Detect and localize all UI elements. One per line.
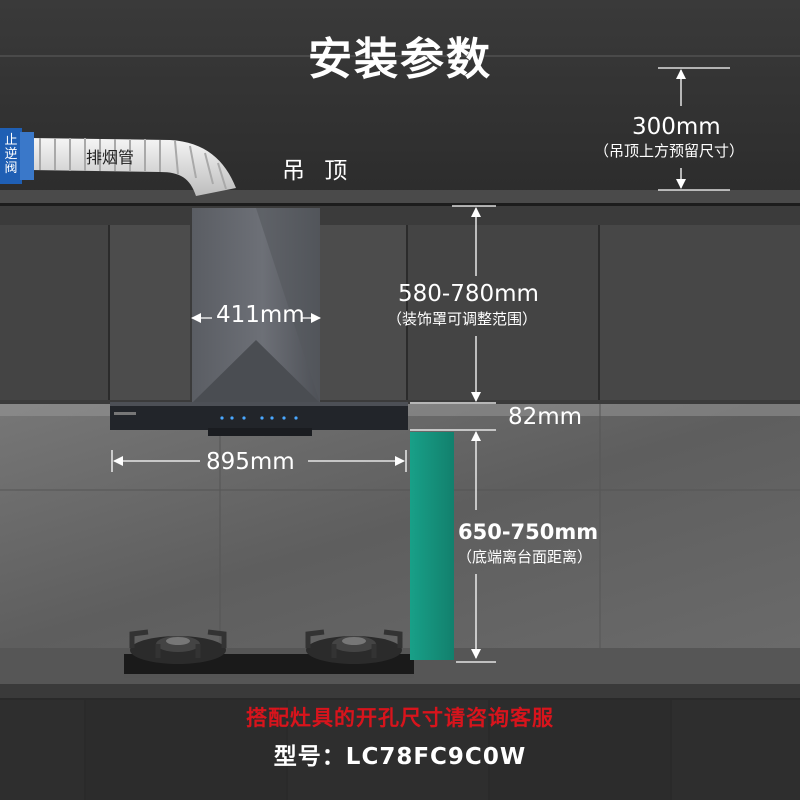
ceiling-space-note: （吊顶上方预留尺寸） — [594, 142, 745, 160]
hob-distance-note: （底端离台面距离） — [457, 548, 593, 566]
hob-distance-value: 650-750mm — [458, 520, 599, 544]
range-hood — [110, 208, 408, 436]
hood-width-value: 895mm — [206, 449, 295, 475]
cover-width-value: 411mm — [216, 302, 305, 328]
gas-stove — [124, 629, 414, 678]
ceiling-space-value: 300mm — [632, 114, 721, 140]
ceiling-slab — [0, 190, 800, 204]
check-valve — [0, 128, 34, 184]
warning-text: 搭配灶具的开孔尺寸请咨询客服 — [246, 706, 554, 730]
hob-distance-bar — [410, 432, 454, 660]
model-number: LC78FC9C0W — [345, 744, 527, 770]
check-valve-label: 止逆阀 — [4, 133, 18, 176]
model-info: 型号：LC78FC9C0W — [0, 746, 800, 769]
page-title: 安装参数 — [308, 34, 492, 85]
decor-cover-note: （装饰罩可调整范围） — [387, 310, 538, 328]
ceiling-label: 吊 顶 — [282, 158, 354, 184]
model-label: 型号： — [273, 744, 346, 770]
exhaust-pipe — [30, 138, 236, 196]
backsplash — [0, 404, 800, 648]
decor-cover-value: 580-780mm — [398, 281, 539, 307]
exhaust-pipe-label: 排烟管 — [86, 148, 135, 167]
hood-height-value: 82mm — [508, 404, 583, 430]
